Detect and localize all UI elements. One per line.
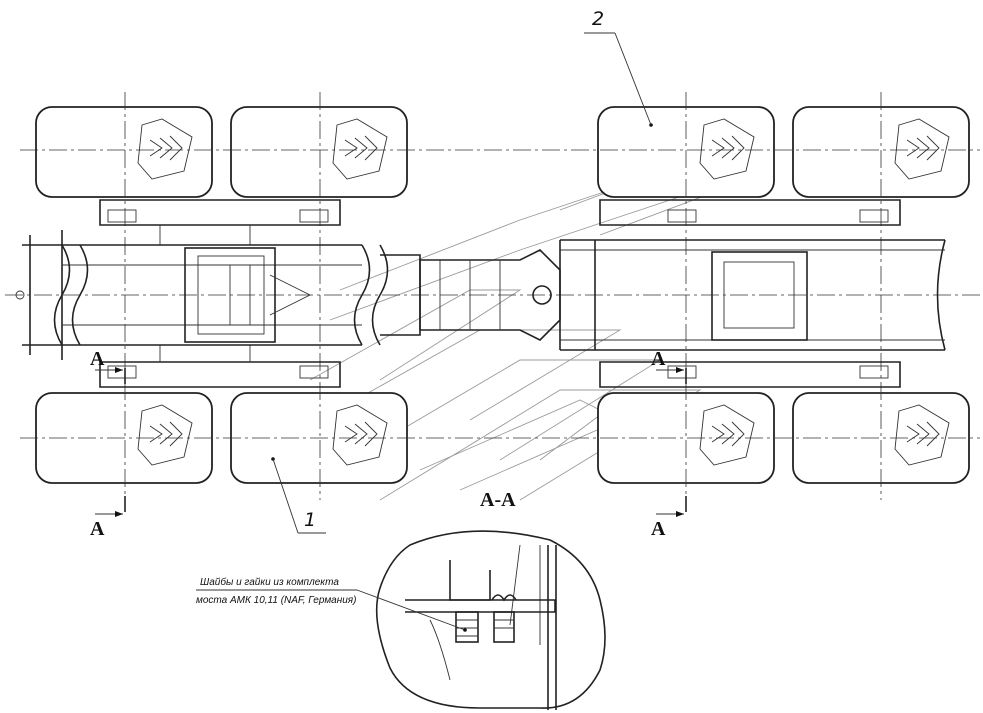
tire-front-left-inner [230, 106, 408, 198]
right-frame [559, 199, 946, 388]
tire-front-left-outer [35, 106, 213, 198]
note-leader [196, 589, 467, 632]
center-lines [5, 92, 980, 500]
section-letter-a-left-top: А [90, 348, 105, 370]
note-text-line-1: Шайбы и гайки из комплекта [200, 576, 339, 588]
callout-2-leader [584, 32, 653, 127]
section-letter-a-left-bottom: А [90, 518, 105, 540]
callout-2-label: 2 [592, 8, 604, 30]
section-view-title: А-А [480, 489, 516, 511]
section-mark-left [95, 367, 126, 517]
left-frame [15, 230, 421, 360]
section-letter-a-right-bottom: А [651, 518, 666, 540]
section-detail-view [375, 530, 606, 710]
callout-1-leader [271, 457, 326, 534]
note-text-line-2: моста АМК 10,11 (NAF, Германия) [196, 595, 356, 606]
left-axle-suspension [99, 199, 341, 388]
callout-1-label: 1 [304, 509, 316, 531]
section-letter-a-right-top: А [651, 348, 666, 370]
section-mark-right [656, 367, 687, 517]
